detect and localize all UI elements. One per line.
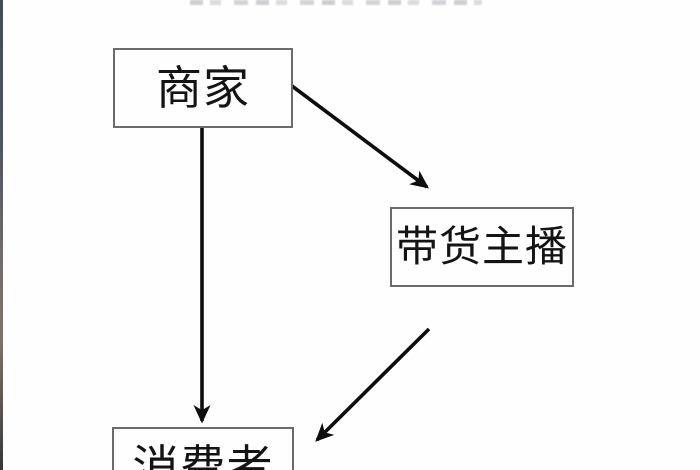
left-edge-line bbox=[0, 0, 3, 470]
arrow-host-to-consumer bbox=[315, 327, 431, 442]
node-host: 带货主播 bbox=[390, 207, 574, 287]
node-host-label: 带货主播 bbox=[395, 223, 568, 270]
arrow-merchant-to-host bbox=[290, 84, 430, 189]
clipped-title-remnant bbox=[190, 0, 482, 5]
node-consumer-label: 消费者 bbox=[132, 441, 274, 470]
node-consumer: 消费者 bbox=[112, 427, 294, 470]
node-merchant: 商家 bbox=[113, 48, 293, 128]
node-merchant-label: 商家 bbox=[156, 62, 250, 114]
